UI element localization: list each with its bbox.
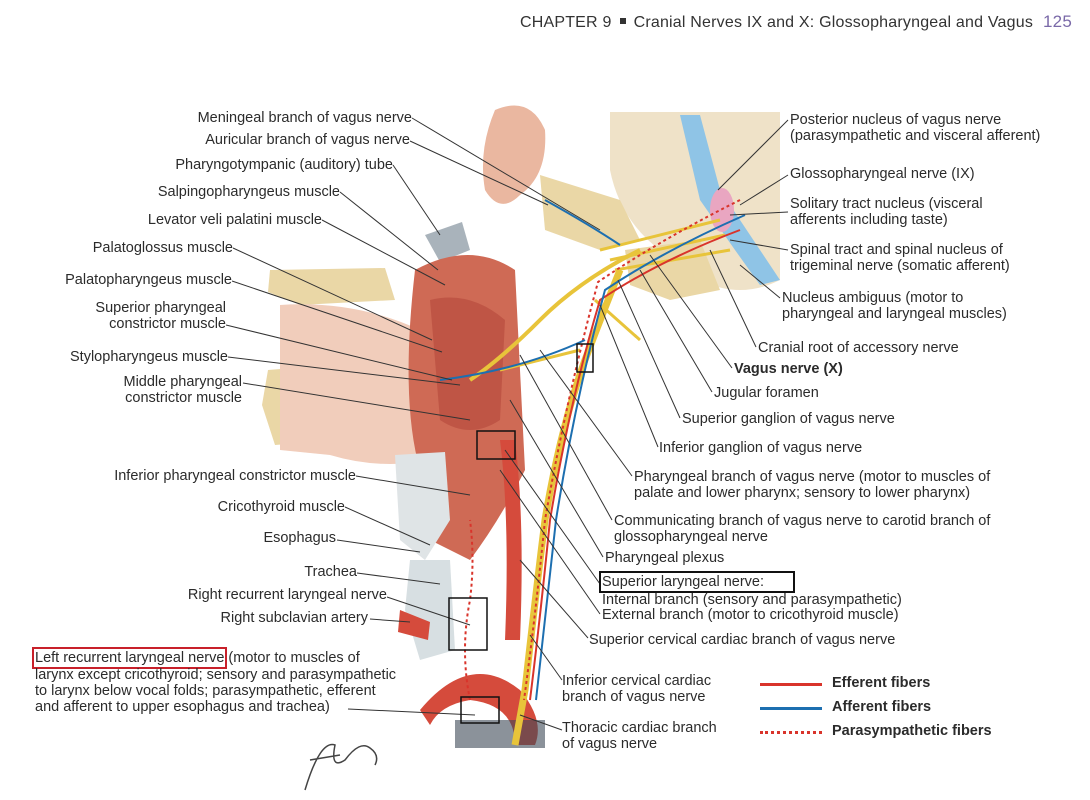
superior-constrictor-label-1: Superior pharyngeal [95,300,226,316]
left-recurrent-desc-1: (motor to muscles of [224,650,360,666]
highlight-box [476,430,516,460]
inferior-ganglion-label: Inferior ganglion of vagus nerve [659,440,863,456]
brainstem-blue-area [680,115,780,285]
netter-signature [304,743,378,791]
communicating-branch-label-1: Communicating branch of vagus nerve to c… [614,513,991,529]
superior-laryngeal-label: Superior laryngeal nerve: [599,571,795,593]
meningeal-branch-label: Meningeal branch of vagus nerve [197,110,412,126]
superior-ganglion-label: Superior ganglion of vagus nerve [682,411,895,427]
auricular-branch-blue [544,199,621,246]
cranial-root-accessory-label: Cranial root of accessory nerve [758,340,959,356]
internal-branch-label: Internal branch (sensory and parasympath… [602,592,902,608]
vagus-nerve-label: Vagus nerve (X) [734,361,843,377]
vagus-nerve-trunk [511,268,624,746]
legend-afferent-swatch [760,707,822,710]
external-branch-label: External branch (motor to cricothyroid m… [602,607,899,623]
palatopharyngeus-label: Palatopharyngeus muscle [65,272,232,288]
carotid-artery [500,440,522,640]
esophagus-label: Esophagus [263,530,336,546]
auricular-branch-label: Auricular branch of vagus nerve [205,132,410,148]
cricothyroid-label: Cricothyroid muscle [217,499,345,515]
superior-cervical-cardiac-label: Superior cervical cardiac branch of vagu… [589,632,896,648]
chapter-title: Cranial Nerves IX and X: Glossopharyngea… [633,14,1034,31]
leader-lines [225,117,789,731]
legend-parasympathetic-label: Parasympathetic fibers [832,723,992,739]
legend-parasympathetic-swatch [760,731,822,734]
afferent-fiber [535,214,746,701]
legend-efferent-swatch [760,683,822,686]
highlight-box [576,343,594,373]
posterior-nucleus-label-2: (parasympathetic and visceral afferent) [790,128,1041,144]
solitary-tract-label-2: afferents including taste) [790,212,948,228]
glossopharyngeal-label: Glossopharyngeal nerve (IX) [790,166,975,182]
inferior-constrictor-label: Inferior pharyngeal constrictor muscle [114,468,356,484]
pharyngeal-branch-label-2: palate and lower pharynx; sensory to low… [634,485,971,501]
palate-bone [268,268,395,305]
page-number: 125 [1043,12,1072,31]
skull-bone [540,175,640,250]
jugular-foramen-label: Jugular foramen [714,385,819,401]
pharyngeal-muscle-detail [430,297,505,430]
thoracic-cardiac-label-1: Thoracic cardiac branch [562,720,717,736]
aortic-arch [420,674,538,745]
pharyngeal-branch-blue [439,339,586,381]
left-recurrent-name: Left recurrent laryngeal nerve [31,647,228,669]
left-recurrent-line-3: to larynx below vocal folds; parasympath… [35,683,376,699]
subclavian-artery [398,610,430,640]
vagus-branch [594,298,641,342]
glossopharyngeal-nerve [468,248,641,382]
legend-efferent-label: Efferent fibers [832,675,931,691]
middle-constrictor-label-1: Middle pharyngeal [123,374,243,390]
thorax-base [455,720,545,748]
trachea-label: Trachea [304,564,357,580]
palatoglossus-label: Palatoglossus muscle [92,240,233,256]
thoracic-cardiac-label-2: of vagus nerve [562,736,658,752]
middle-constrictor-label-2: constrictor muscle [125,390,242,406]
highlight-box [460,696,500,724]
left-recurrent-line-1: Left recurrent laryngeal nerve (motor to… [31,647,360,669]
bullet-icon [619,18,626,25]
posterior-nucleus-label-1: Posterior nucleus of vagus nerve [790,112,1002,128]
right-recurrent-label: Right recurrent laryngeal nerve [187,587,387,603]
legend-afferent-label: Afferent fibers [832,699,932,715]
inferior-cervical-cardiac-label-1: Inferior cervical cardiac [562,673,712,689]
nucleus-ambiguus-label-1: Nucleus ambiguus (motor to [782,290,964,306]
spinal-tract-label-2: trigeminal nerve (somatic afferent) [790,258,1010,274]
chapter-label: CHAPTER 9 [519,14,612,31]
face-skin [280,304,430,464]
larynx-cartilage [395,452,450,560]
inferior-cervical-cardiac-label-2: branch of vagus nerve [562,689,706,705]
left-recurrent-line-2: larynx except cricothyroid; sensory and … [35,667,397,683]
auditory-tube-label: Pharyngotympanic (auditory) tube [175,157,393,173]
ear-shape [482,105,546,204]
stylopharyngeus-label: Stylopharyngeus muscle [70,349,228,365]
solitary-tract-label-1: Solitary tract nucleus (visceral [790,196,983,212]
page-header: CHAPTER 9 Cranial Nerves IX and X: Glosso… [520,12,1072,32]
communicating-branch-label-2: glossopharyngeal nerve [614,529,768,545]
right-subclavian-label: Right subclavian artery [220,610,369,626]
superior-constrictor-label-2: constrictor muscle [109,316,226,332]
highlight-box [448,597,488,651]
pharyngeal-plexus-label: Pharyngeal plexus [605,550,725,566]
pharyngeal-branch-label-1: Pharyngeal branch of vagus nerve (motor … [634,469,991,485]
left-recurrent-line-4: and afferent to upper esophagus and trac… [35,699,330,715]
nucleus-ambiguus-label-2: pharyngeal and laryngeal muscles) [782,306,1007,322]
levator-veli-palatini-label: Levator veli palatini muscle [147,212,322,228]
salpingopharyngeus-label: Salpingopharyngeus muscle [157,184,340,200]
spinal-tract-label-1: Spinal tract and spinal nucleus of [790,242,1003,258]
trachea-shape [405,560,455,660]
auditory-tube-shape [425,222,470,262]
